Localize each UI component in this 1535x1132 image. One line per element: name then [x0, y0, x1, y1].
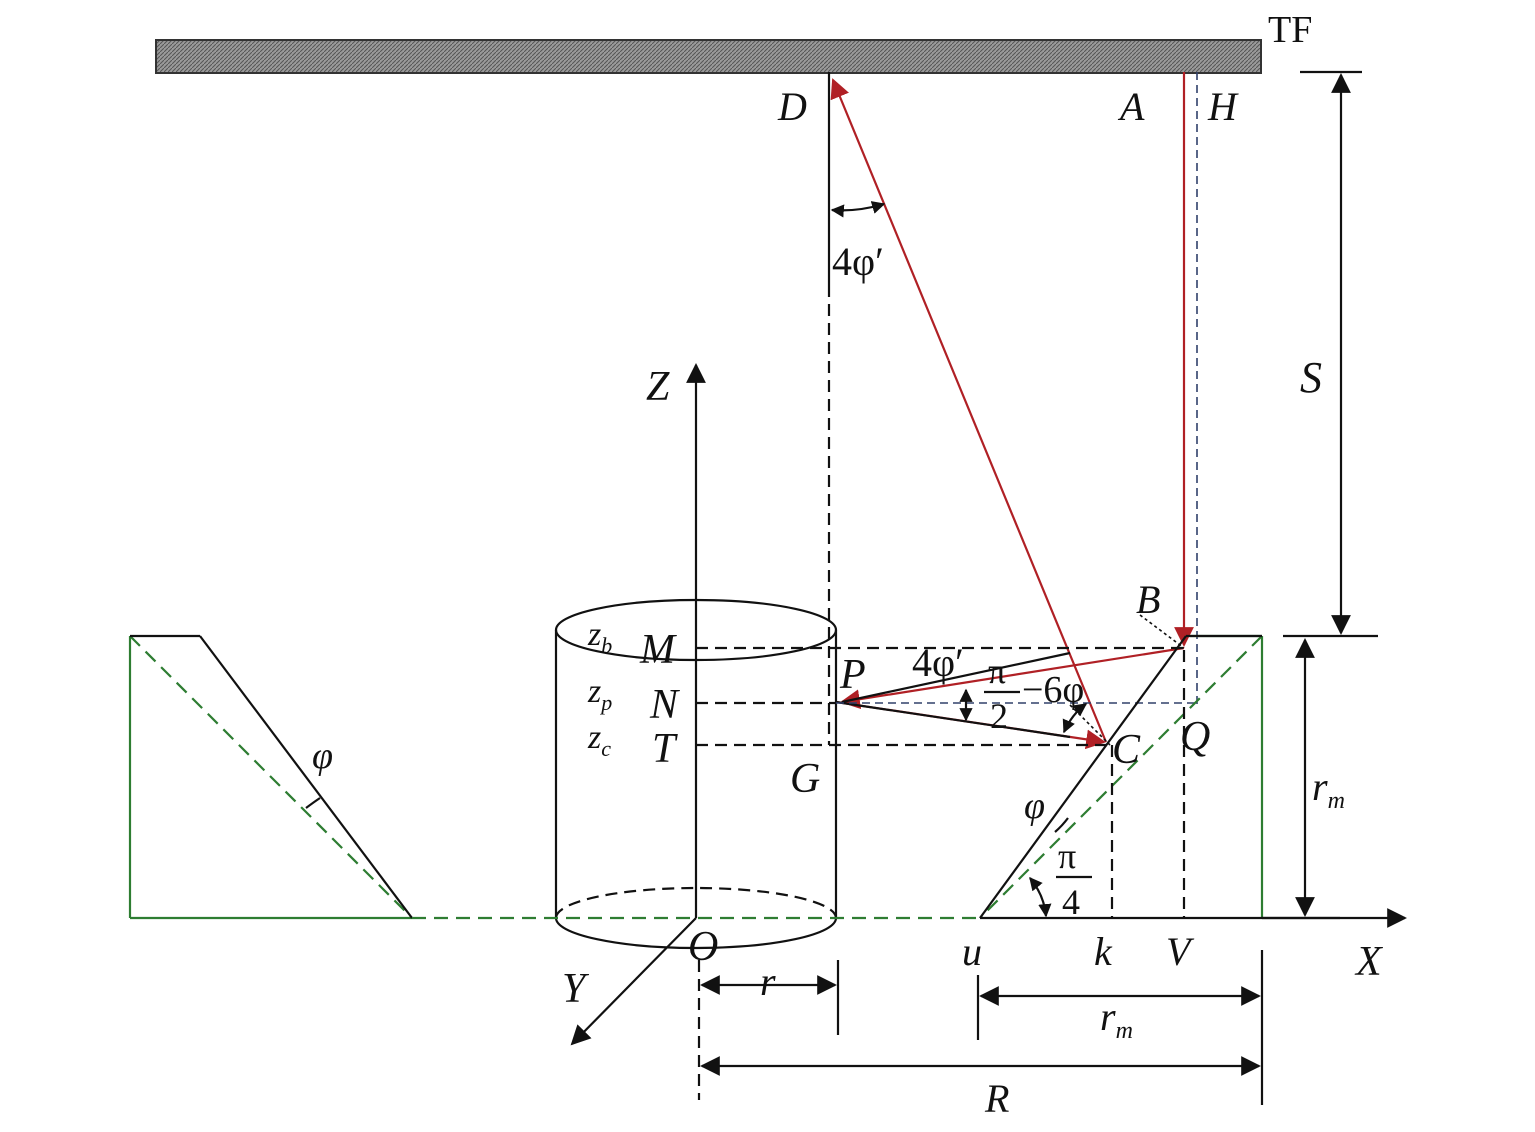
ray-c-to-d [830, 78, 1108, 743]
label-pi-num: π [988, 651, 1006, 691]
label-four-den: 4 [1062, 882, 1080, 922]
label-r-small: r [760, 959, 776, 1004]
label-h: H [1207, 84, 1239, 129]
label-zb: zb [587, 616, 612, 658]
angle-arc-pi4 [1029, 876, 1052, 918]
angle-arc-4phi-top [830, 201, 886, 218]
label-m: M [639, 627, 677, 673]
angle-arc-6phi [1062, 703, 1088, 734]
label-zc: zc [587, 719, 611, 761]
label-phi-right: φ [1024, 785, 1045, 827]
label-r-big: R [984, 1076, 1009, 1121]
ray-b-to-p [840, 646, 1185, 709]
label-rm-vertical: rm [1312, 764, 1345, 814]
label-n: N [649, 682, 680, 728]
label-pi4-num: π [1058, 836, 1076, 876]
left-mirror-body [128, 634, 413, 920]
label-minus-6phi: −6φ [1022, 669, 1084, 711]
label-p: P [839, 652, 866, 698]
label-phi-left: φ [312, 735, 333, 777]
ray-p-c-overlay [835, 700, 1071, 739]
label-tf: TF [1268, 9, 1312, 51]
label-g: G [790, 756, 820, 802]
dimension-r [697, 960, 840, 1100]
label-y-axis: Y [562, 966, 590, 1012]
angle-arc-phi-right [1054, 817, 1069, 833]
label-a: A [1117, 84, 1145, 129]
y-axis [570, 917, 697, 1046]
label-4phi-top: 4φ′ [832, 239, 884, 284]
label-c: C [1112, 727, 1141, 773]
cylinder [554, 598, 838, 950]
label-t: T [652, 726, 678, 772]
ray-b-p-overlay [841, 651, 1071, 704]
label-x-axis: X [1354, 939, 1384, 985]
label-rm-horizontal: rm [1100, 994, 1133, 1044]
label-s: S [1300, 353, 1322, 402]
label-zp: zp [587, 673, 612, 715]
label-z-axis: Z [646, 364, 670, 410]
label-q: Q [1180, 714, 1210, 760]
label-v: V [1166, 929, 1195, 974]
label-4phi-mid: 4φ′ [912, 640, 964, 685]
label-b: B [1136, 577, 1160, 622]
label-d: D [777, 84, 807, 129]
dimension-rm-vertical [1262, 638, 1340, 920]
dimension-s [1283, 70, 1378, 638]
label-u: u [962, 929, 982, 974]
label-two-den: 2 [990, 696, 1008, 736]
label-o: O [688, 924, 718, 970]
label-k: k [1094, 929, 1113, 974]
angle-arc-phi-left [305, 797, 321, 809]
screen-tf [155, 39, 1262, 74]
dimension-rm-horizontal [976, 950, 1264, 1105]
left-mirror-surface [199, 635, 413, 919]
right-mirror-surface [979, 635, 1187, 919]
